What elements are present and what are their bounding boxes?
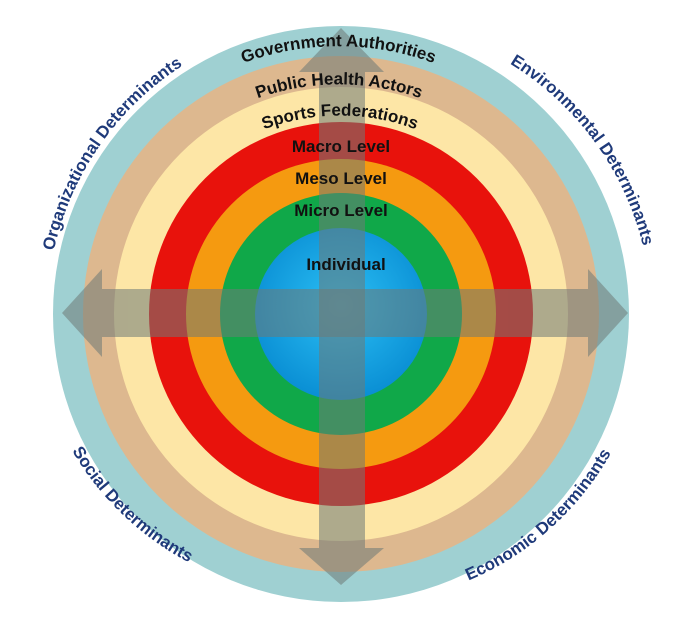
arrow-right-head — [588, 269, 628, 357]
label-macro-level: Macro Level — [292, 137, 390, 156]
vertical-arrow — [299, 28, 384, 585]
arrow-top-head — [299, 28, 384, 72]
label-meso-level: Meso Level — [295, 169, 387, 188]
label-micro-level: Micro Level — [294, 201, 388, 220]
arrow-bottom-head — [299, 548, 384, 585]
arrow-left-head — [62, 269, 102, 357]
label-individual: Individual — [306, 255, 385, 274]
